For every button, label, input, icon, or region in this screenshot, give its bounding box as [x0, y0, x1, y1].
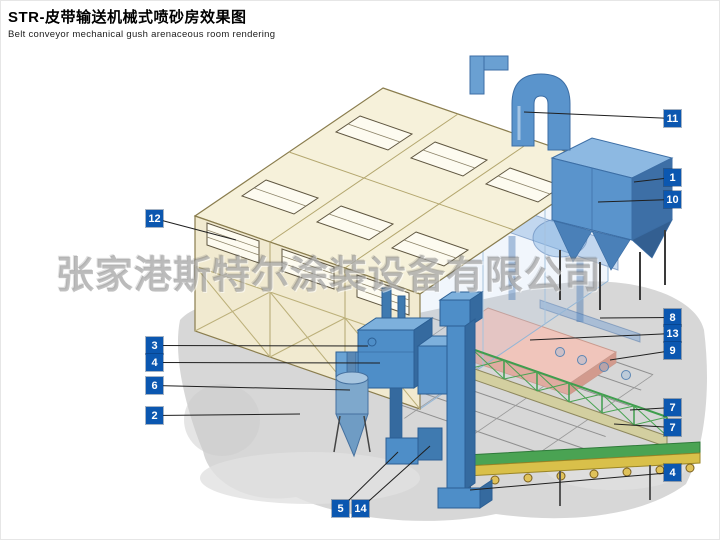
callout-11: 11	[664, 110, 681, 127]
title-block: STR-皮带输送机械式喷砂房效果图 Belt conveyor mechanic…	[8, 6, 275, 40]
callout-10: 10	[664, 191, 681, 208]
page-subtitle: Belt conveyor mechanical gush arenaceous…	[8, 29, 276, 40]
callout-3: 3	[146, 337, 163, 354]
callout-1: 1	[664, 169, 681, 186]
abrasive-hopper	[385, 437, 419, 465]
callout-4: 4	[664, 464, 681, 481]
screw-feeder	[417, 427, 443, 461]
watermark: 张家港斯特尔涂装设备有限公司	[56, 255, 603, 297]
callout-7: 7	[664, 419, 681, 436]
roof-vents	[240, 115, 564, 267]
bucket-elevator	[437, 291, 493, 509]
dust-collector	[550, 137, 674, 310]
callout-4: 4	[146, 354, 163, 371]
callout-14: 14	[352, 500, 369, 517]
callout-8: 8	[664, 309, 681, 326]
callout-7: 7	[664, 399, 681, 416]
cyclone-separator	[333, 351, 371, 458]
blast-machine-group	[333, 287, 493, 509]
roof	[193, 87, 610, 295]
leader-lines	[154, 111, 673, 509]
exhaust-pipe	[469, 55, 571, 151]
callout-13: 13	[664, 325, 681, 342]
page-title: STR-皮带输送机械式喷砂房效果图	[8, 9, 247, 26]
callout-12: 12	[146, 210, 163, 227]
callout-5: 5	[332, 500, 349, 517]
callout-6: 6	[146, 377, 163, 394]
callout-2: 2	[146, 407, 163, 424]
callout-9: 9	[664, 342, 681, 359]
